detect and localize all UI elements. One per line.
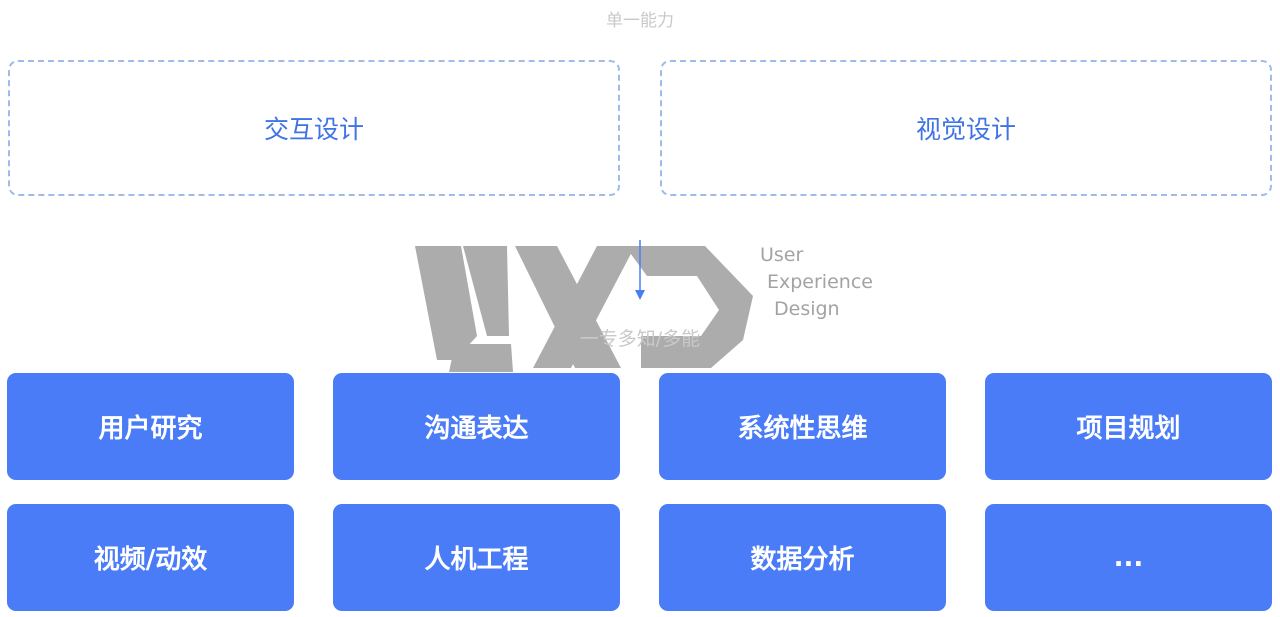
skill-visual-design: 视觉设计 (660, 60, 1272, 196)
single-ability-title: 单一能力 (606, 11, 674, 31)
tile-label: 用户研究 (98, 414, 203, 444)
watermark-line-user: User (760, 244, 804, 266)
tile-label: 人机工程 (424, 545, 529, 575)
skill-tile-communication: 沟通表达 (333, 373, 620, 480)
tile-label: 项目规划 (1076, 414, 1181, 444)
skill-tile-project-planning: 项目规划 (985, 373, 1272, 480)
transition-label: 一专多知/多能 (579, 328, 701, 350)
skill-tile-user-research: 用户研究 (7, 373, 294, 480)
skill-tile-data-analysis: 数据分析 (659, 504, 946, 611)
watermark-line-experience: Experience (767, 271, 873, 293)
skill-tile-video-motion: 视频/动效 (7, 504, 294, 611)
watermark-line-design: Design (774, 298, 840, 320)
tile-label: ... (1113, 542, 1144, 573)
tile-label: 沟通表达 (424, 414, 529, 444)
skill-tile-ergonomics: 人机工程 (333, 504, 620, 611)
tile-label: 数据分析 (750, 545, 855, 575)
tile-label: 视频/动效 (93, 545, 208, 575)
skill-tile-more: ... (985, 504, 1272, 611)
uxd-logo-icon (415, 246, 753, 372)
skill-label: 视觉设计 (915, 115, 1016, 144)
uxd-watermark-logo: User Experience Design (415, 240, 873, 375)
skill-interaction-design: 交互设计 (8, 60, 620, 196)
down-arrow-icon (635, 240, 645, 300)
skill-tile-systems-thinking: 系统性思维 (659, 373, 946, 480)
tile-label: 系统性思维 (737, 414, 868, 444)
skill-label: 交互设计 (263, 115, 364, 144)
